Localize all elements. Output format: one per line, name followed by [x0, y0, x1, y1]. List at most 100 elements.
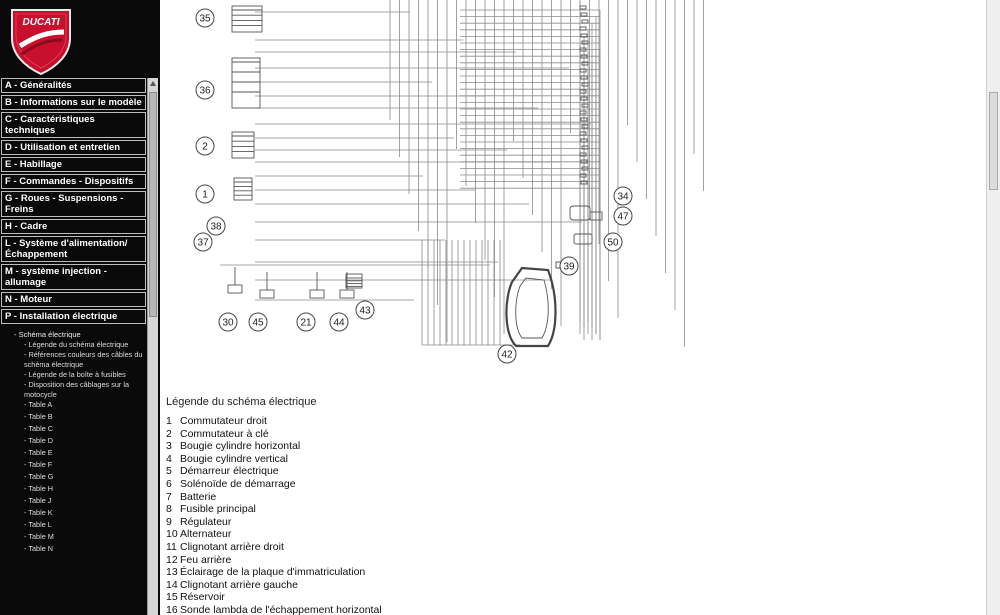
- table-link[interactable]: - Table M: [24, 532, 54, 541]
- callout-label: 47: [617, 212, 629, 223]
- subsection-heading[interactable]: - Schéma électrique: [14, 330, 81, 339]
- nav-section-l[interactable]: L - Système d'alimentation/Échappement: [1, 236, 146, 262]
- content-scrollbar[interactable]: [986, 0, 1000, 615]
- legend-text: Démarreur électrique: [180, 465, 279, 478]
- legend-text: Batterie: [180, 490, 217, 503]
- callout-label: 30: [222, 318, 234, 329]
- subitem-wiring-layout[interactable]: - Disposition des câblages sur la motocy…: [24, 380, 130, 399]
- callout-label: 37: [197, 238, 209, 249]
- legend-num: 2: [166, 427, 172, 440]
- legend-num: 8: [166, 503, 172, 516]
- legend-text: Commutateur à clé: [180, 427, 269, 440]
- legend-text: Éclairage de la plaque d'immatriculation: [180, 566, 366, 579]
- legend-num: 16: [166, 603, 178, 615]
- legend-num: 14: [166, 578, 178, 591]
- legend-num: 5: [166, 465, 172, 478]
- legend-num: 12: [166, 553, 178, 566]
- callout-label: 35: [199, 14, 211, 25]
- table-link[interactable]: - Table C: [24, 424, 54, 433]
- legend-item: 6 Solénoïde de démarrage: [166, 478, 666, 491]
- legend-text: Régulateur: [180, 515, 232, 528]
- nav-section-a[interactable]: A - Généralités: [1, 78, 146, 93]
- legend-text: Réservoir: [180, 591, 225, 604]
- nav-section-h[interactable]: H - Cadre: [1, 219, 146, 234]
- nav-section-m[interactable]: M - système injection - allumage: [1, 264, 146, 290]
- nav-section-c[interactable]: C - Caractéristiques techniques: [1, 112, 146, 138]
- table-link[interactable]: - Table L: [24, 520, 52, 529]
- diagram-callout: 36: [195, 80, 215, 100]
- nav-section-e[interactable]: E - Habillage: [1, 157, 146, 172]
- legend-num: 1: [166, 415, 172, 427]
- diagram-callout: 43: [355, 300, 375, 320]
- legend-text: Clignotant arrière droit: [180, 540, 284, 553]
- subitem-wire-colors[interactable]: - Références couleurs des câbles du sché…: [24, 350, 143, 369]
- section-nav: A - Généralités B - Informations sur le …: [0, 78, 146, 556]
- sidebar: DUCATI A - Généralités B - Informations …: [0, 0, 160, 615]
- ducati-logo[interactable]: DUCATI: [6, 6, 76, 76]
- table-link[interactable]: - Table D: [24, 436, 54, 445]
- callout-label: 2: [202, 142, 208, 153]
- legend-text: Bougie cylindre horizontal: [180, 440, 301, 453]
- diagram-callout: 47: [613, 206, 633, 226]
- legend-text: Clignotant arrière gauche: [180, 578, 298, 591]
- nav-section-n[interactable]: N - Moteur: [1, 292, 146, 307]
- table-link[interactable]: - Table N: [24, 544, 54, 553]
- diagram-callout: 42: [497, 344, 517, 364]
- diagram-callout: 37: [193, 232, 213, 252]
- sidebar-scrollbar[interactable]: [147, 78, 158, 615]
- table-link[interactable]: - Table B: [24, 412, 53, 421]
- table-link[interactable]: - Table F: [24, 460, 53, 469]
- diagram-callout: 30: [218, 312, 238, 332]
- sidebar-scroll-thumb[interactable]: [149, 92, 157, 317]
- scroll-up-icon[interactable]: [150, 81, 156, 86]
- legend-num: 15: [166, 591, 178, 604]
- legend-text: Alternateur: [180, 528, 232, 541]
- content-scroll-thumb[interactable]: [989, 92, 998, 190]
- callout-label: 39: [563, 262, 575, 273]
- table-link[interactable]: - Table J: [24, 496, 52, 505]
- subitem-legend[interactable]: - Légende du schéma électrique: [24, 340, 129, 349]
- subitem-fuse-box[interactable]: - Légende de la boîte à fusibles: [24, 370, 126, 379]
- diagram-callout: 35: [195, 8, 215, 28]
- table-link[interactable]: - Table H: [24, 484, 54, 493]
- diagram-callout: 2: [195, 136, 215, 156]
- legend-item: 2 Commutateur à clé: [166, 428, 666, 441]
- callout-label: 34: [617, 192, 629, 203]
- legend-num: 6: [166, 477, 172, 490]
- table-link[interactable]: - Table A: [24, 400, 53, 409]
- diagram-callout: 44: [329, 312, 349, 332]
- table-link[interactable]: - Table G: [24, 472, 54, 481]
- table-link[interactable]: - Table K: [24, 508, 53, 517]
- legend-num: 11: [166, 540, 177, 553]
- diagram-callout: 1: [195, 184, 215, 204]
- nav-section-f[interactable]: F - Commandes - Dispositifs: [1, 174, 146, 189]
- nav-section-g[interactable]: G - Roues - Suspensions - Freins: [1, 191, 146, 217]
- nav-section-d[interactable]: D - Utilisation et entretien: [1, 140, 146, 155]
- table-link[interactable]: - Table E: [24, 448, 53, 457]
- nav-section-p[interactable]: P - Installation électrique: [1, 309, 146, 324]
- legend-num: 3: [166, 440, 172, 453]
- legend-num: 10: [166, 528, 178, 541]
- diagram-callout: 45: [248, 312, 268, 332]
- diagram-callout: 34: [613, 186, 633, 206]
- legend-text: Solénoïde de démarrage: [180, 477, 296, 490]
- callout-label: 42: [501, 350, 513, 361]
- diagram-callout: 21: [296, 312, 316, 332]
- legend-item: 5 Démarreur électrique: [166, 465, 666, 478]
- diagram-components: [227, 5, 603, 348]
- nav-section-b[interactable]: B - Informations sur le modèle: [1, 95, 146, 110]
